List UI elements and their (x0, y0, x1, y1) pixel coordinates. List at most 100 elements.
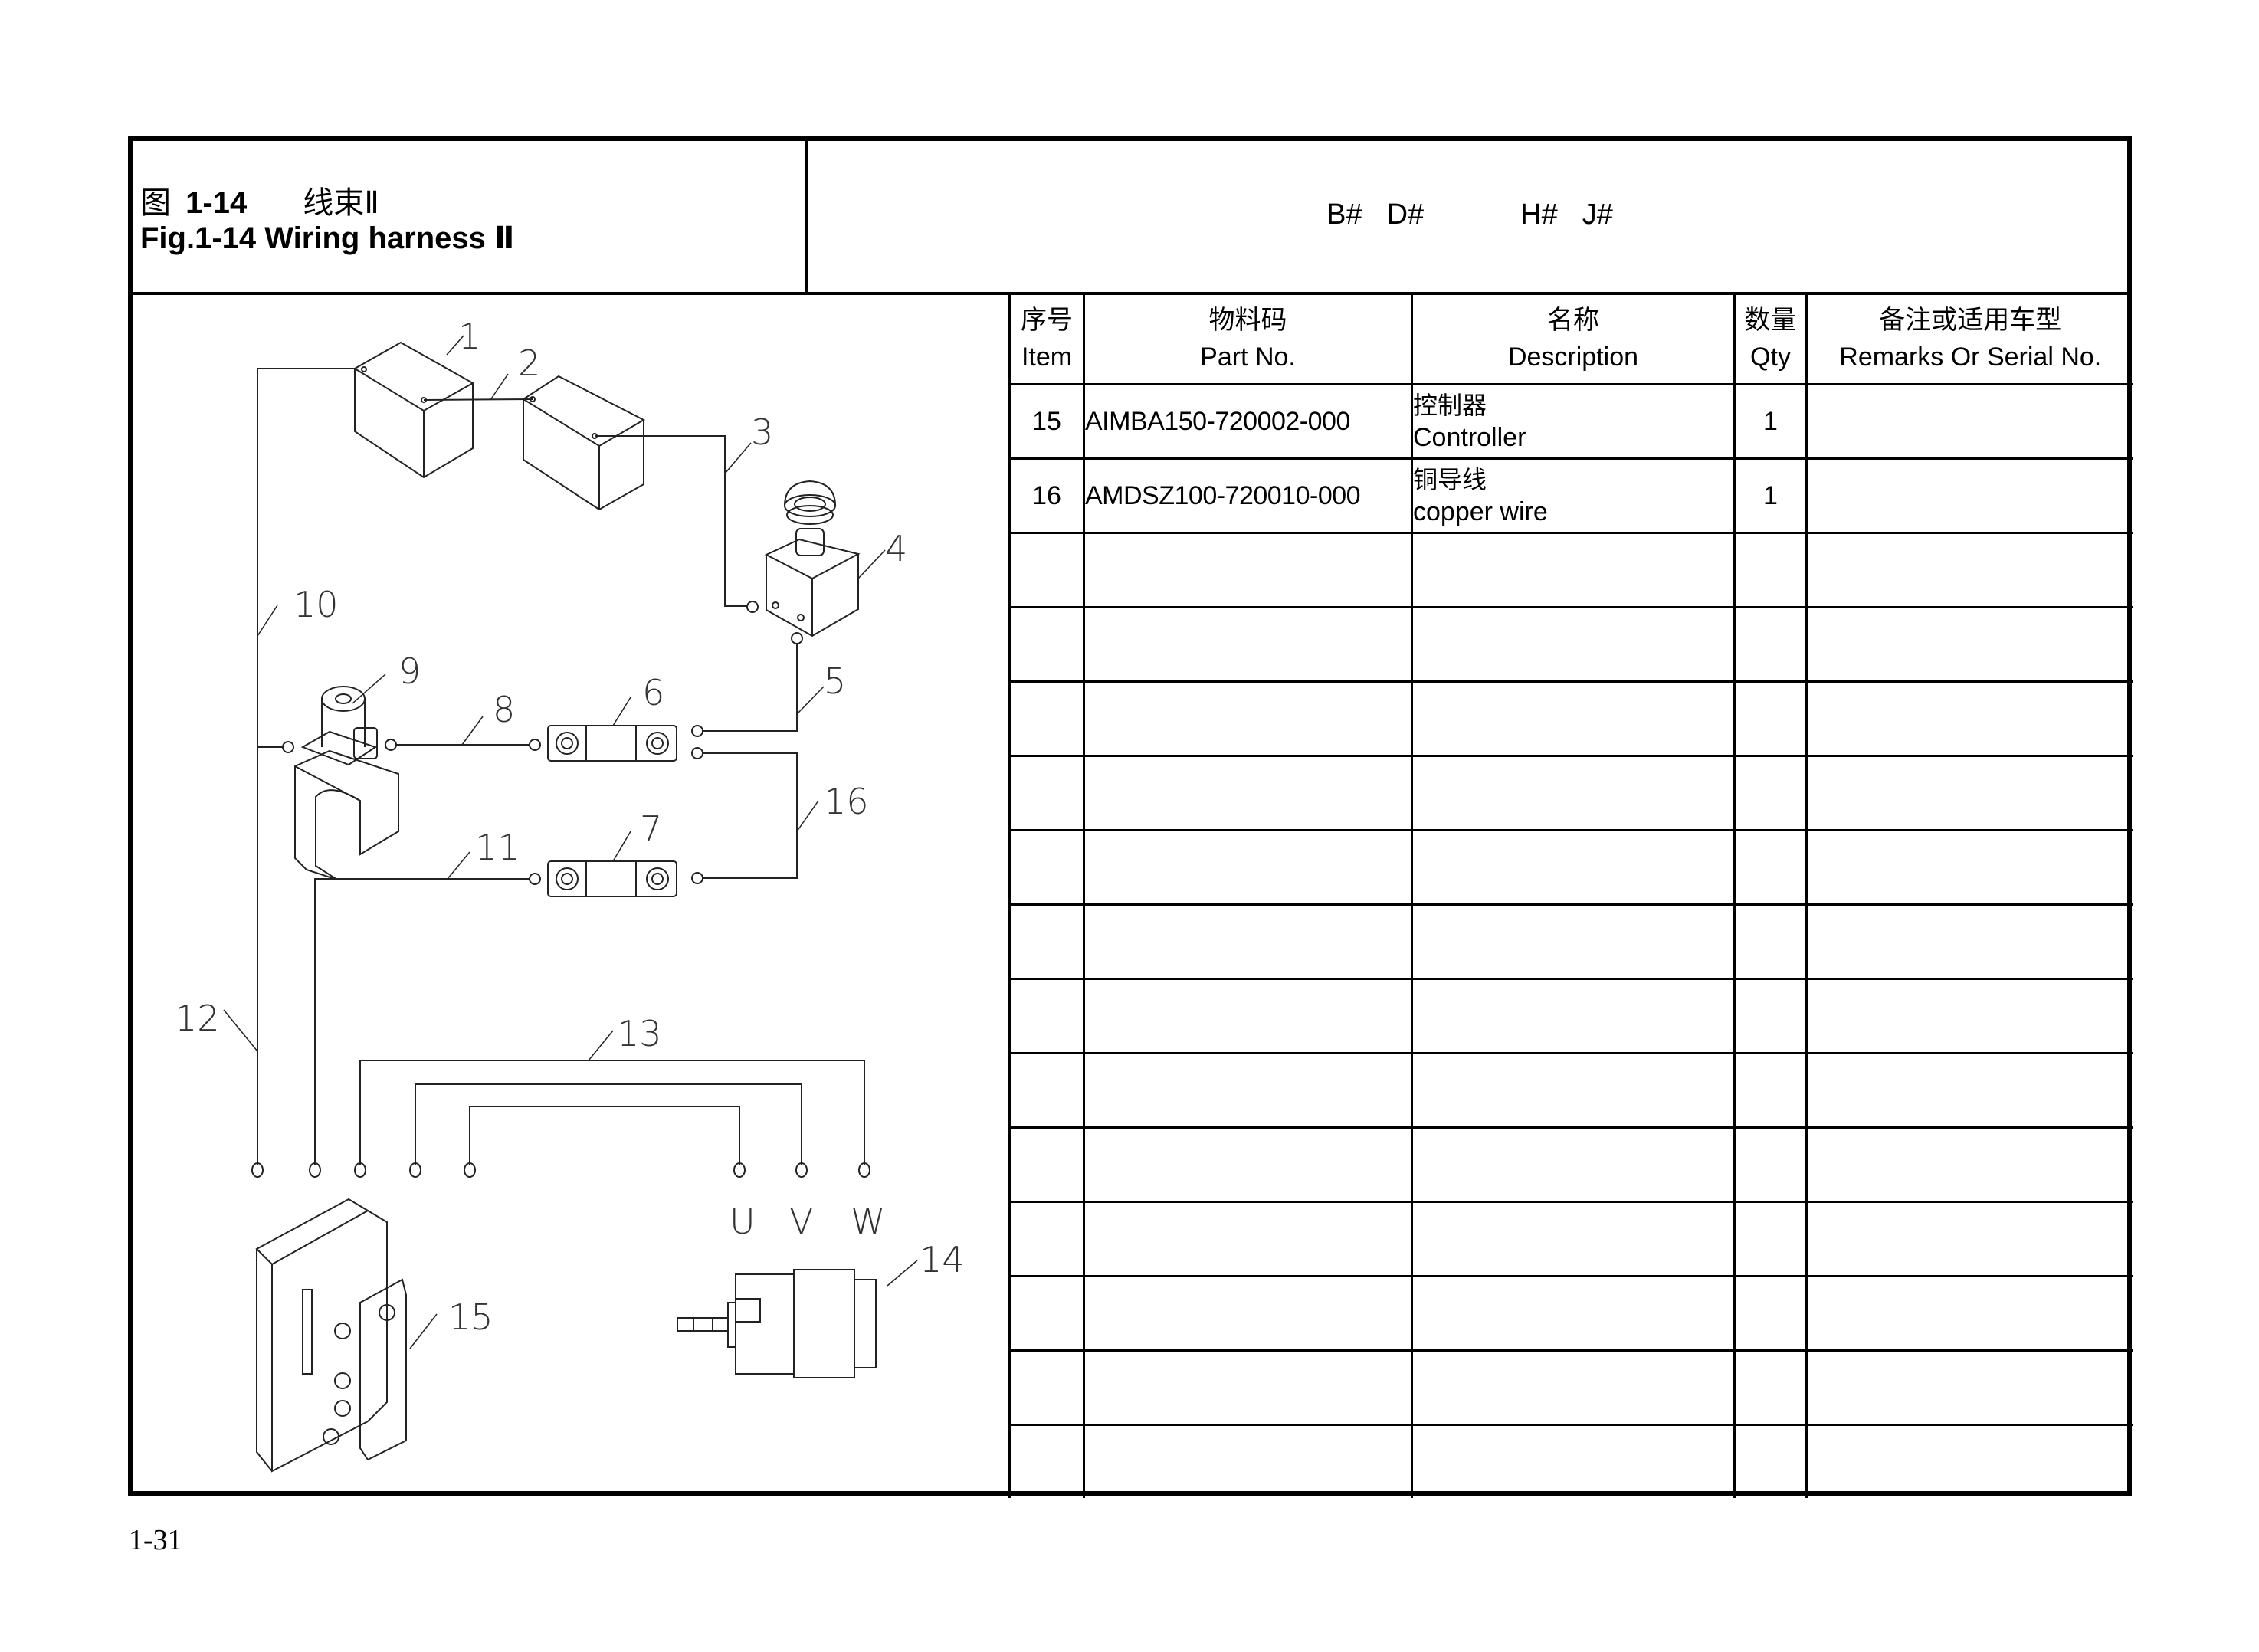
pump-motor-icon (257, 686, 399, 880)
cell-empty (1805, 532, 2133, 608)
table-row-empty (1008, 606, 2133, 683)
cell-empty (1411, 1052, 1736, 1129)
cell-empty (1411, 1126, 1736, 1203)
cell-empty (1805, 606, 2133, 683)
cell-qty: 1 (1733, 383, 1808, 460)
cell-empty (1411, 606, 1736, 683)
cell-empty (1411, 978, 1736, 1054)
cell-empty (1805, 680, 2133, 757)
figure-cn-title: 线束Ⅱ (303, 185, 379, 221)
cell-empty (1083, 1275, 1413, 1352)
cell-empty (1805, 1052, 2133, 1129)
cell-empty (1083, 1424, 1413, 1498)
cell-empty (1008, 755, 1085, 831)
callout-6: 6 (642, 672, 664, 713)
wiring-diagram: 1 2 3 4 5 6 7 8 9 10 11 12 13 14 15 16 U… (133, 295, 1008, 1491)
cell-empty (1411, 1424, 1736, 1498)
table-row-empty (1008, 829, 2133, 906)
cell-empty (1083, 1349, 1413, 1426)
cell-empty (1733, 1201, 1808, 1277)
traction-motor-icon (677, 1269, 877, 1378)
title-divider (805, 136, 808, 293)
fuse-block-6-icon (547, 725, 677, 762)
cell-qty: 1 (1733, 457, 1808, 533)
callout-16: 16 (824, 781, 869, 822)
empty-rows (1008, 532, 2133, 1498)
model-d: D# (1386, 198, 1425, 231)
cell-empty (1733, 1349, 1808, 1426)
cell-empty (1733, 829, 1808, 906)
table-row-empty (1008, 903, 2133, 980)
figure-en-title: Wiring harness Ⅱ (264, 221, 515, 255)
cell-empty (1733, 680, 1808, 757)
cell-empty (1733, 1052, 1808, 1129)
cell-empty (1083, 532, 1413, 608)
figure-number: 1-14 (185, 186, 248, 220)
cell-empty (1411, 1201, 1736, 1277)
callout-5: 5 (824, 660, 846, 702)
cell-empty (1733, 755, 1808, 831)
cell-part-no: AMDSZ100-720010-000 (1083, 457, 1413, 533)
cell-empty (1008, 680, 1085, 757)
phase-label-w: W (851, 1201, 885, 1242)
cell-empty (1008, 1424, 1085, 1498)
model-b: B# (1326, 198, 1362, 231)
terminal-nodes (251, 1162, 870, 1178)
page-number: 1-31 (129, 1524, 182, 1556)
figure-title-en: Fig.1-14 Wiring harness Ⅱ (140, 221, 514, 256)
table-row-empty (1008, 532, 2133, 608)
callout-2: 2 (518, 343, 540, 384)
cell-empty (1805, 829, 2133, 906)
cell-empty (1805, 1126, 2133, 1203)
cell-empty (1008, 978, 1085, 1054)
cell-empty (1733, 532, 1808, 608)
cell-empty (1083, 1201, 1413, 1277)
model-j: J# (1582, 198, 1613, 231)
cell-item: 15 (1008, 383, 1085, 460)
cell-empty (1008, 532, 1085, 608)
cell-empty (1805, 1349, 2133, 1426)
cell-empty (1733, 978, 1808, 1054)
cell-empty (1083, 1126, 1413, 1203)
cell-empty (1411, 1275, 1736, 1352)
cell-remarks (1805, 383, 2133, 460)
cell-empty (1411, 1349, 1736, 1426)
callout-7: 7 (640, 808, 662, 850)
cell-empty (1805, 1201, 2133, 1277)
cell-empty (1411, 903, 1736, 980)
figure-title-cn: 图 1-14 线束Ⅱ (140, 178, 379, 222)
cell-empty (1805, 1424, 2133, 1498)
cell-remarks (1805, 457, 2133, 533)
cell-empty (1805, 1275, 2133, 1352)
cell-empty (1411, 680, 1736, 757)
cell-empty (1083, 903, 1413, 980)
callout-13: 13 (617, 1013, 662, 1054)
cell-empty (1008, 1349, 1085, 1426)
cell-empty (1083, 1052, 1413, 1129)
fuse-block-7-icon (547, 860, 677, 897)
table-row-empty (1008, 680, 2133, 757)
table-row-empty (1008, 1201, 2133, 1277)
callout-8: 8 (493, 689, 515, 730)
table-row-empty (1008, 1126, 2133, 1203)
cell-empty (1805, 903, 2133, 980)
cell-empty (1008, 1201, 1085, 1277)
phase-label-v: V (789, 1201, 813, 1242)
cell-empty (1733, 903, 1808, 980)
table-row-empty (1008, 1349, 2133, 1426)
cell-empty (1008, 1052, 1085, 1129)
cell-empty (1083, 606, 1413, 683)
emergency-switch-icon (764, 480, 861, 638)
callout-11: 11 (475, 827, 520, 868)
figure-cn-prefix: 图 (140, 186, 171, 220)
cell-empty (1411, 755, 1736, 831)
table-row-empty (1008, 1275, 2133, 1352)
